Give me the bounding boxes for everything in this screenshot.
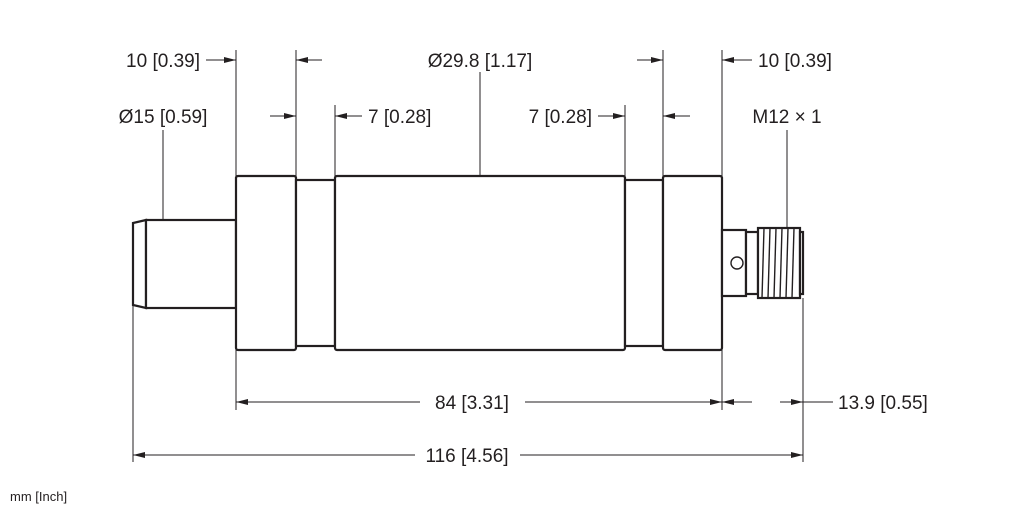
right-flange <box>661 174 724 352</box>
body-length-label: 84 [3.31] <box>435 393 509 414</box>
units-note: mm [Inch] <box>10 489 67 504</box>
left-groove <box>294 178 337 348</box>
thread-lines <box>761 227 795 299</box>
right-groove <box>623 178 665 348</box>
right-groove-width-label: 7 [0.28] <box>529 107 592 128</box>
total-length-label: 116 [4.56] <box>425 446 508 467</box>
right-flange-width-label: 10 [0.39] <box>758 51 832 72</box>
cable-end <box>144 218 238 310</box>
left-flange <box>234 174 298 352</box>
connector-tip <box>798 230 805 296</box>
connector-nut <box>720 228 748 298</box>
extension-lines <box>132 50 804 462</box>
cable-end-chamfer <box>131 218 148 310</box>
connector-hole <box>730 256 744 270</box>
left-flange-width-label: 10 [0.39] <box>126 51 200 72</box>
connector-length-label: 13.9 [0.55] <box>838 393 928 414</box>
sensor-body <box>131 174 805 352</box>
dimension-lines <box>133 57 833 458</box>
thread-label: M12 × 1 <box>752 107 821 128</box>
left-groove-width-label: 7 [0.28] <box>368 107 431 128</box>
cable-diameter-label: Ø15 [0.59] <box>119 107 208 128</box>
main-body <box>333 174 627 352</box>
body-diameter-label: Ø29.8 [1.17] <box>428 51 533 72</box>
connector-neck <box>744 230 760 296</box>
